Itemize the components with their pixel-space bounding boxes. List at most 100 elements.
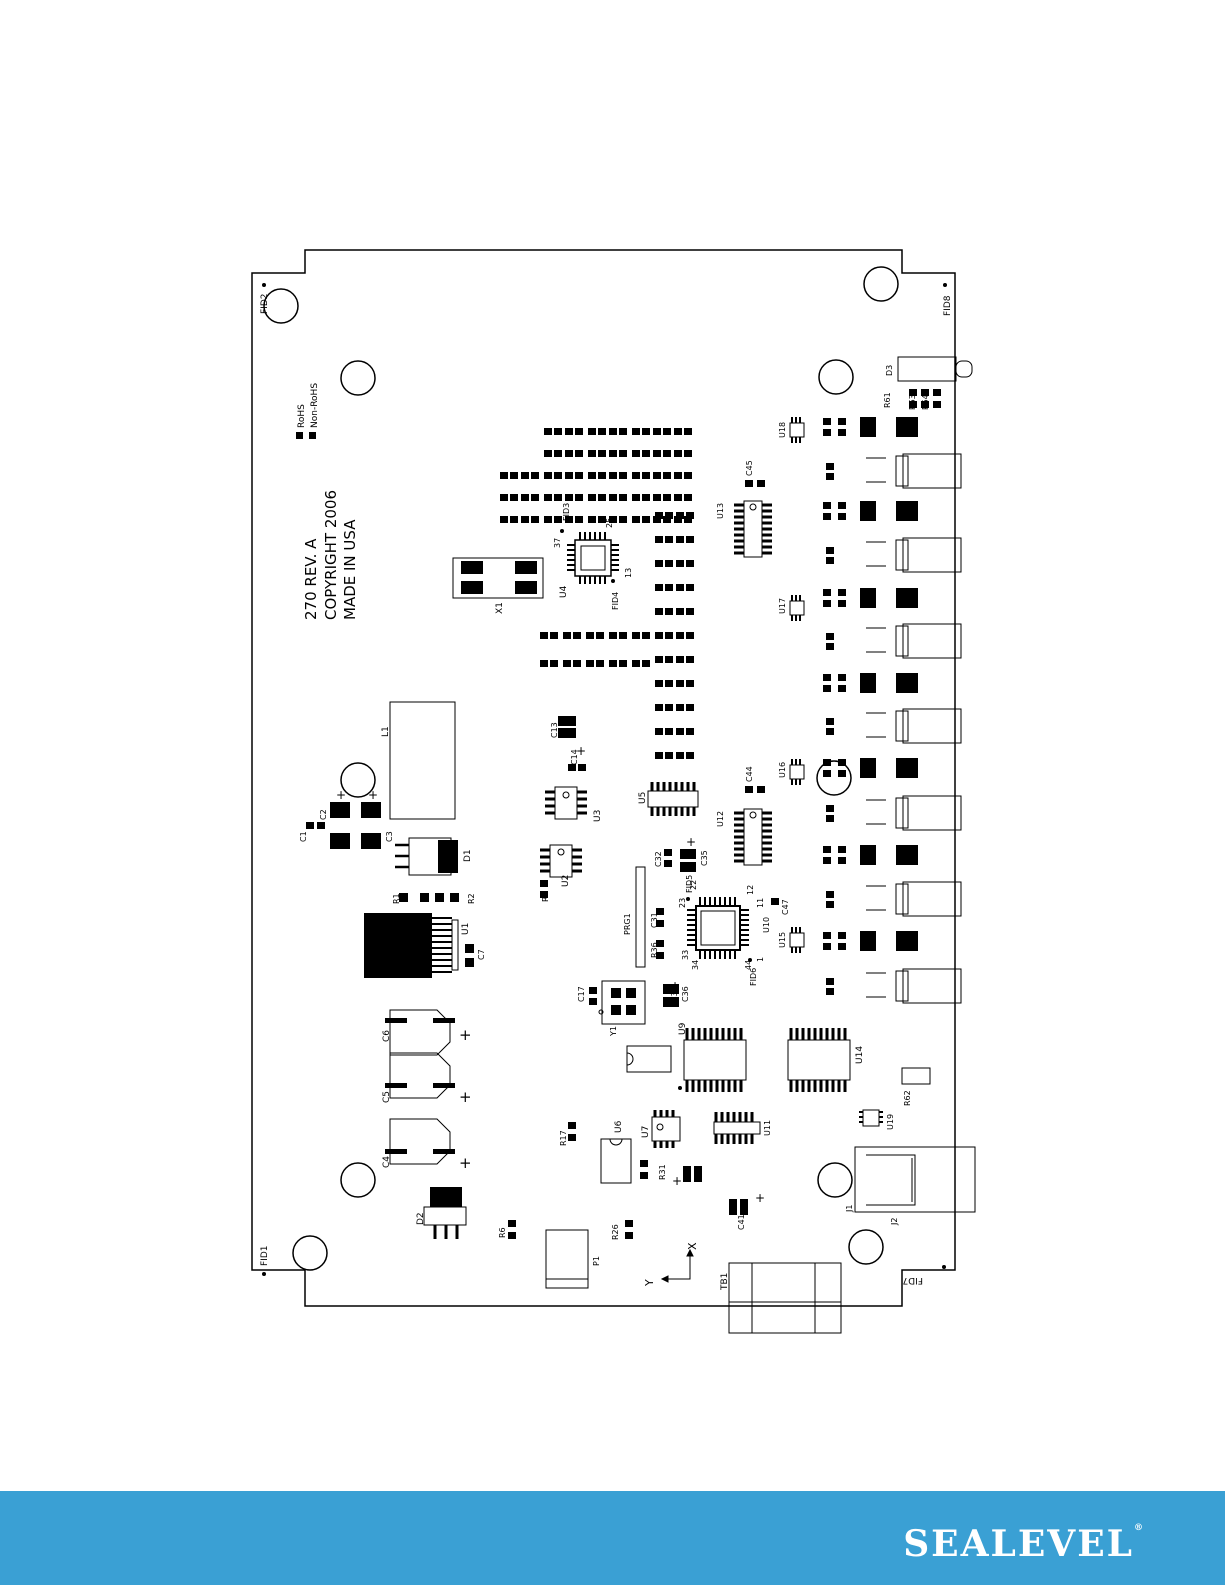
channel-small-pad xyxy=(838,502,846,509)
c31-label: C31 xyxy=(650,912,659,928)
c32-c35: C32 + C35 xyxy=(654,835,709,872)
page-footer: SEALEVEL® xyxy=(0,1491,1225,1585)
component-pad xyxy=(665,728,673,735)
channel-small-pad xyxy=(826,805,834,812)
channel-connector-lip xyxy=(895,539,909,571)
component-pad xyxy=(609,428,617,435)
component-pad xyxy=(642,472,650,479)
channel-small-pad xyxy=(838,418,846,425)
component-pad xyxy=(632,494,640,501)
component-pad xyxy=(544,428,552,435)
component-pad xyxy=(674,450,682,457)
c1-label: C1 xyxy=(299,831,308,842)
component-pad xyxy=(575,516,583,523)
u11-label: U11 xyxy=(763,1120,772,1136)
component-pad xyxy=(655,752,663,759)
component-pad xyxy=(609,632,617,639)
component-pad xyxy=(676,584,684,591)
c6-label: C6 xyxy=(382,1030,392,1042)
component-pad xyxy=(565,516,573,523)
component-pad xyxy=(653,472,661,479)
r6-label: R6 xyxy=(498,1227,507,1238)
component-pad xyxy=(609,450,617,457)
r2-label: R2 xyxy=(467,893,476,904)
component-pad xyxy=(674,494,682,501)
component-pad xyxy=(655,728,663,735)
component-pad xyxy=(544,472,552,479)
component-pad xyxy=(586,660,594,667)
component-pad xyxy=(676,512,684,519)
x1-label: X1 xyxy=(495,602,505,614)
axis-y-label: Y xyxy=(643,1279,656,1287)
channel-connector xyxy=(902,453,962,489)
fid8-label: FID8 xyxy=(943,295,953,316)
board-origin-text: MADE IN USA xyxy=(341,519,359,620)
svg-text:+: + xyxy=(755,1191,765,1205)
component-pad xyxy=(676,680,684,687)
passive-pad-grid xyxy=(500,428,694,759)
r1-label: R1 xyxy=(392,893,401,904)
channel-connector-lip xyxy=(895,883,909,915)
channel-small-pad xyxy=(823,502,831,509)
component-pad xyxy=(531,516,539,523)
component-pad xyxy=(653,428,661,435)
channel-small-pad xyxy=(826,718,834,725)
board-rev-text: 270 REV. A xyxy=(302,538,320,620)
channel-cap-pad xyxy=(860,845,876,865)
component-pad xyxy=(598,516,606,523)
component-pad xyxy=(655,680,663,687)
channel-small-pad xyxy=(826,978,834,985)
u10-pin12: 12 xyxy=(746,885,755,895)
component-pad xyxy=(655,632,663,639)
r8-label: R8 xyxy=(541,891,550,902)
r36-label: R36 xyxy=(650,942,659,958)
component-pad xyxy=(665,584,673,591)
component-pad xyxy=(653,516,661,523)
component-pad xyxy=(676,704,684,711)
component-pad xyxy=(588,472,596,479)
channel-diode xyxy=(866,885,886,911)
channel-small-pad xyxy=(826,633,834,640)
r62-label: R62 xyxy=(903,1090,912,1106)
component-pad xyxy=(588,516,596,523)
channel-cap-pad xyxy=(896,501,918,521)
component-pad xyxy=(598,428,606,435)
d2-label: D2 xyxy=(416,1212,426,1225)
component-pad xyxy=(665,608,673,615)
component-pad xyxy=(575,450,583,457)
component-pad xyxy=(573,660,581,667)
component-pad xyxy=(676,632,684,639)
serial-channel-blocks xyxy=(823,417,962,1004)
channel-diode xyxy=(866,457,886,483)
channel-connector xyxy=(902,795,962,831)
component-pad xyxy=(684,494,692,501)
c47-label: C47 xyxy=(781,899,790,915)
fid7-label: FID7 xyxy=(903,1275,924,1285)
channel-connector xyxy=(902,623,962,659)
tb1-terminal: TB1 xyxy=(720,1262,842,1334)
u12-label: U12 xyxy=(716,811,725,827)
channel-small-pad xyxy=(838,429,846,436)
u10-pin23: 23 xyxy=(678,898,687,908)
u19-label: U19 xyxy=(886,1114,895,1130)
component-pad xyxy=(573,632,581,639)
u5-label: U5 xyxy=(638,792,648,804)
component-pad xyxy=(619,632,627,639)
l1-inductor: L1 xyxy=(381,701,456,820)
component-pad xyxy=(686,536,694,543)
channel-small-pad xyxy=(823,513,831,520)
fid3-label: FID3 xyxy=(562,503,571,521)
mounting-holes xyxy=(263,266,899,1271)
u2-u3-ics: U2 U3 R8 xyxy=(540,786,603,902)
u13-label: U13 xyxy=(716,503,725,519)
component-pad xyxy=(540,632,548,639)
component-pad xyxy=(521,516,529,523)
channel-connector xyxy=(902,881,962,917)
component-pad xyxy=(554,450,562,457)
c38-c41: + + C41 R31 xyxy=(640,1160,765,1230)
channel-cap-pad xyxy=(860,417,876,437)
axis-x-label: X xyxy=(686,1242,699,1250)
sealevel-logo: SEALEVEL® xyxy=(903,1523,1145,1565)
channel-connector-lip xyxy=(895,625,909,657)
component-pad xyxy=(686,704,694,711)
